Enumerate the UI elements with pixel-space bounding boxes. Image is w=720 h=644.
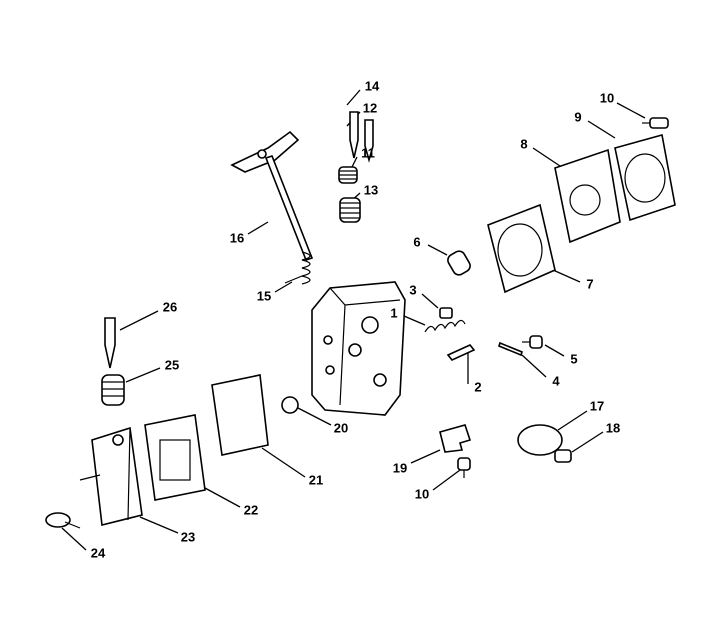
leader-line: [587, 120, 616, 139]
valve-3: [439, 307, 453, 319]
leader-line: [432, 469, 461, 491]
leader-line: [139, 516, 179, 534]
screw-10-top: [642, 117, 669, 129]
callout-label: 7: [586, 276, 594, 292]
diaphragm-8: [554, 148, 621, 244]
callout-label: 23: [180, 529, 196, 545]
callout-label: 13: [363, 182, 379, 198]
leader-line: [403, 315, 426, 326]
leader-line: [61, 527, 87, 551]
callout-label: 9: [574, 109, 582, 125]
spring-25: [101, 374, 125, 406]
carburetor-body: [311, 281, 406, 416]
callout-label: 10: [414, 486, 430, 502]
needle-26: [104, 317, 116, 369]
leader-line: [119, 310, 159, 331]
screw-10-bottom: [457, 457, 471, 478]
callout-label: 1: [390, 305, 398, 321]
leader-line: [421, 293, 439, 309]
callout-label: 11: [361, 145, 375, 161]
callout-label: 25: [164, 357, 180, 373]
plug-20: [281, 396, 299, 414]
callout-label: 2: [474, 379, 482, 395]
callout-label: 19: [392, 460, 408, 476]
diaphragm-22: [144, 414, 206, 501]
leader-line: [351, 156, 358, 168]
leader-line: [544, 344, 565, 357]
gasket-7: [487, 203, 556, 294]
screw-5: [522, 335, 543, 349]
leader-line: [346, 89, 361, 106]
pump-cover-23: [79, 426, 143, 526]
leader-line: [410, 449, 441, 464]
leader-line: [247, 221, 269, 235]
callout-label: 8: [520, 136, 528, 152]
inlet-needle-2: [446, 344, 476, 361]
springs-11-13: [338, 166, 361, 223]
callout-label: 15: [256, 288, 272, 304]
part-6: [447, 250, 471, 276]
leader-line: [532, 147, 561, 167]
leader-line: [204, 487, 241, 508]
gasket-21: [211, 374, 269, 456]
callout-label: 17: [589, 398, 605, 414]
leader-line: [125, 367, 161, 383]
callout-label: 5: [570, 351, 578, 367]
leader-line: [297, 407, 332, 426]
leader-line: [552, 269, 581, 283]
leader-line: [274, 281, 293, 293]
washer-17: [517, 424, 563, 456]
throttle-shaft: [230, 130, 314, 261]
leader-line: [521, 354, 547, 378]
leader-line: [557, 410, 588, 431]
screw-18: [554, 449, 572, 463]
callout-label: 3: [409, 282, 417, 298]
leader-line: [261, 447, 306, 478]
callout-label: 4: [552, 373, 560, 389]
spring-1: [424, 319, 466, 333]
pin-4: [498, 341, 523, 357]
callout-label: 16: [229, 230, 245, 246]
leader-line: [616, 102, 646, 119]
callout-label: 21: [308, 472, 324, 488]
callout-label: 18: [605, 420, 621, 436]
screw-24: [45, 512, 81, 529]
callout-label: 14: [364, 78, 380, 94]
callout-label: 10: [599, 90, 615, 106]
leader-lines: [61, 89, 646, 551]
leader-line: [427, 244, 448, 256]
callout-label: 26: [162, 299, 178, 315]
callout-label: 12: [362, 100, 378, 116]
cover-9: [614, 133, 676, 222]
callout-label: 24: [90, 545, 106, 561]
callout-label: 22: [243, 502, 259, 518]
leader-line: [571, 431, 604, 453]
callout-label: 20: [333, 420, 349, 436]
spring-15: [284, 251, 311, 285]
callout-label: 6: [413, 234, 421, 250]
bracket-19: [439, 424, 472, 453]
adjusting-needles: [349, 111, 374, 163]
